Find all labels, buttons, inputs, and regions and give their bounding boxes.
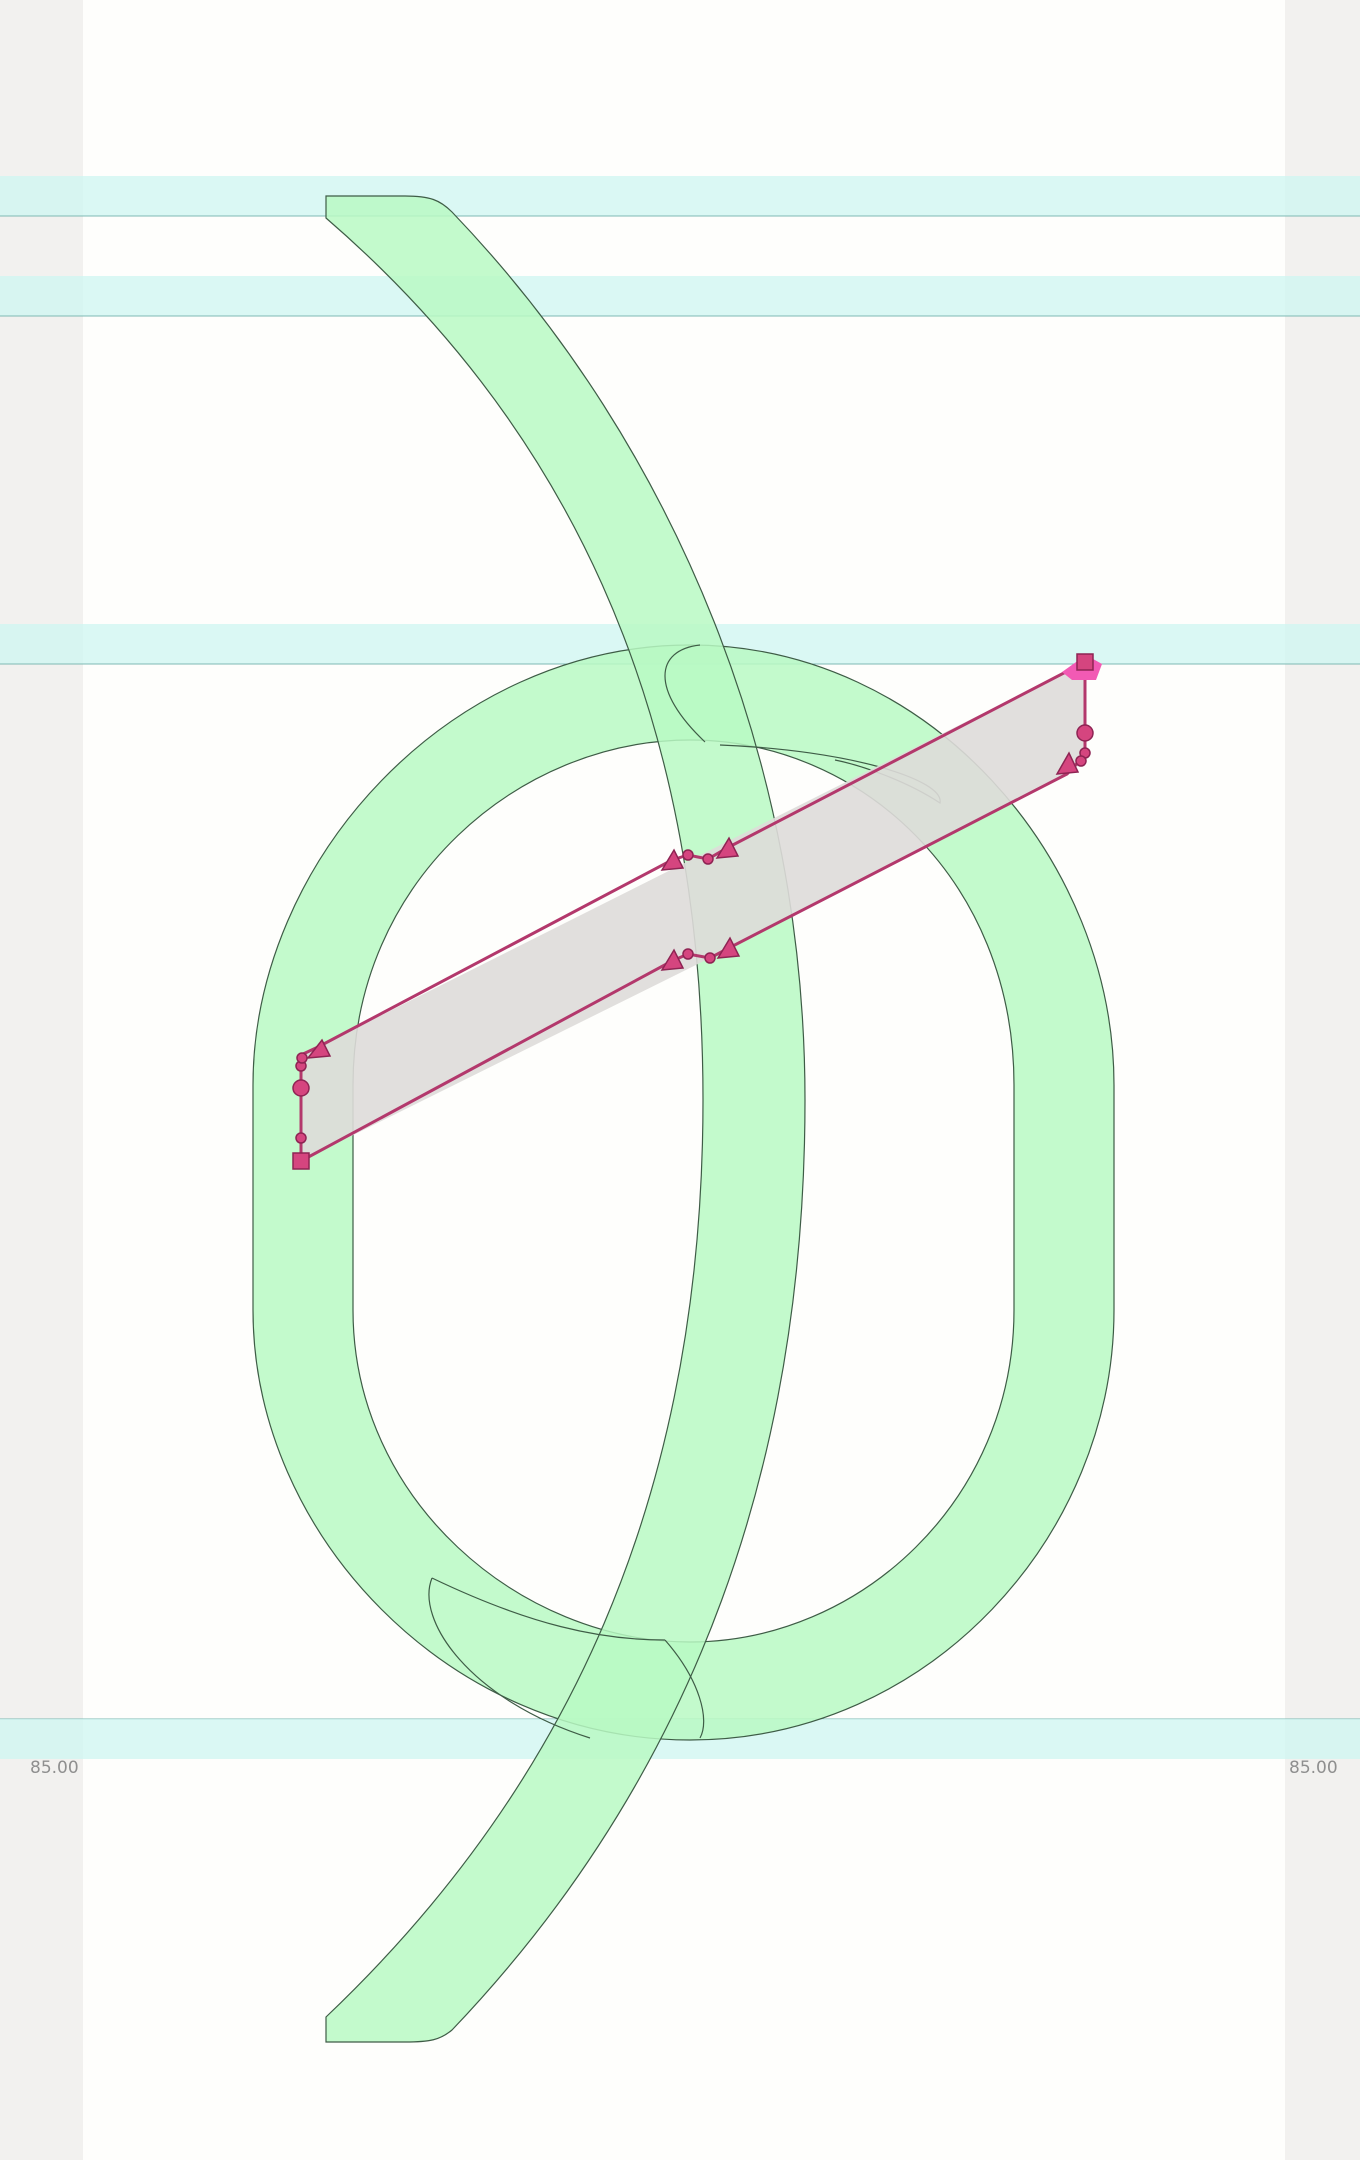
- triangle-point-icon[interactable]: [1055, 751, 1080, 775]
- bowl-contour[interactable]: [252, 644, 1115, 1741]
- smooth-point-icon[interactable]: [292, 1079, 310, 1097]
- left-sidebearing-value: 85.00: [30, 1758, 79, 1778]
- selected-point[interactable]: [1062, 653, 1102, 680]
- triangle-point-icon[interactable]: [306, 1038, 332, 1059]
- crossbar-points[interactable]: [292, 724, 1094, 1170]
- triangle-point-icon[interactable]: [660, 948, 685, 971]
- triangle-point-icon[interactable]: [716, 936, 741, 959]
- dot-handle-icon[interactable]: [295, 1132, 307, 1144]
- dot-handle-icon[interactable]: [704, 952, 716, 964]
- ascender-guide[interactable]: [0, 176, 1360, 216]
- crossbar-path[interactable]: [299, 659, 1087, 1163]
- dot-handle-icon[interactable]: [296, 1052, 308, 1064]
- triangle-point-icon[interactable]: [715, 836, 740, 859]
- crossbar-component[interactable]: [292, 653, 1102, 1170]
- dot-handle-icon[interactable]: [702, 853, 714, 865]
- cap-height-guide[interactable]: [0, 276, 1360, 316]
- crossbar-fill[interactable]: [301, 662, 1085, 1161]
- right-sidebearing-value: 85.00: [1289, 1758, 1338, 1778]
- corner-point-icon[interactable]: [1076, 653, 1094, 671]
- smooth-point-icon[interactable]: [1076, 724, 1094, 742]
- triangle-point-icon[interactable]: [660, 848, 685, 871]
- dot-handle-icon[interactable]: [1075, 755, 1087, 767]
- corner-point-icon[interactable]: [292, 1152, 310, 1170]
- dot-handle-icon[interactable]: [682, 948, 694, 960]
- overlap-bottom-curve: [428, 1577, 705, 1739]
- dot-handle-icon[interactable]: [682, 849, 694, 861]
